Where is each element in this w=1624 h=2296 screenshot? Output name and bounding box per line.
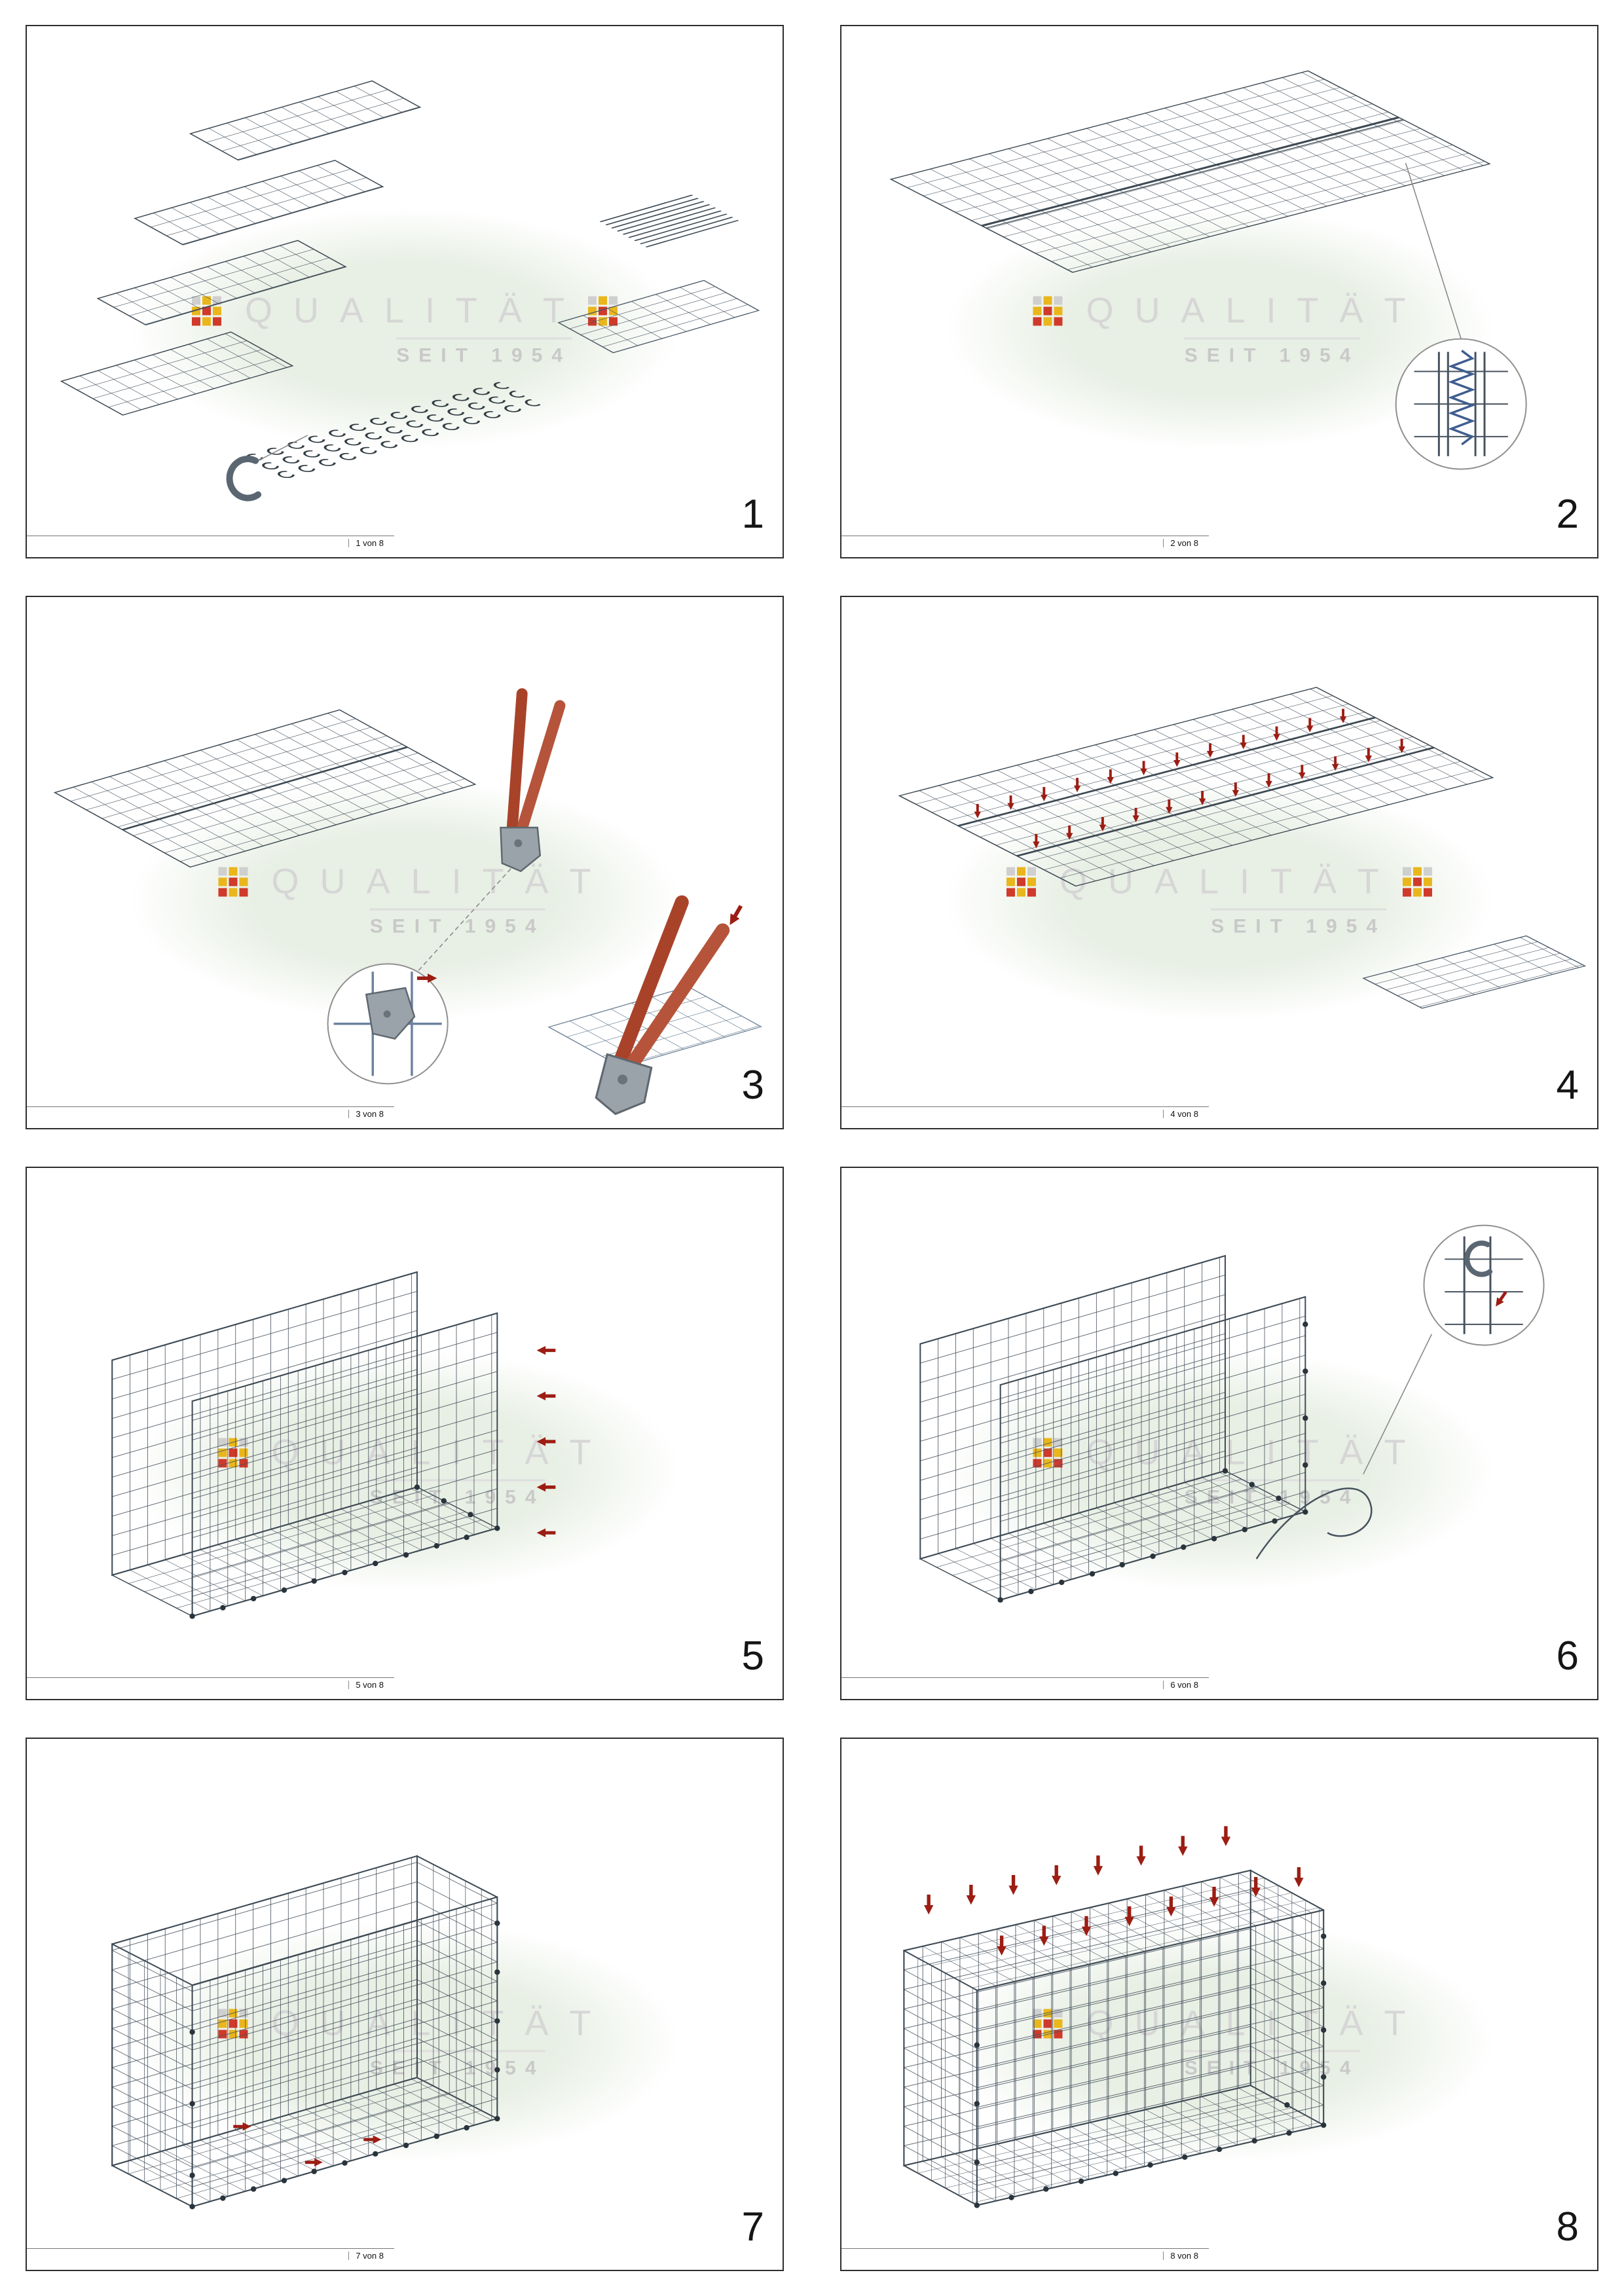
sheet-counter-label: 7 von 8 <box>356 2251 384 2261</box>
red-arrow-icon <box>1094 1855 1103 1875</box>
red-arrow-icon <box>924 1895 933 1914</box>
sheet-counter-label: 8 von 8 <box>1170 2251 1198 2261</box>
footer-divider <box>1163 1681 1164 1689</box>
watermark-subtitle: SEIT 1954 <box>396 337 572 367</box>
sheet-counter: 4 von 8 <box>841 1106 1209 1119</box>
brand-pixel-logo <box>1033 296 1063 326</box>
mesh-panel <box>96 240 347 326</box>
mesh-panel <box>60 331 294 416</box>
step-panel-8: QUALITÄT SEIT 1954 <box>840 1738 1598 2271</box>
step-number: 3 <box>741 1063 764 1108</box>
watermark-title: QUALITÄT <box>271 862 612 902</box>
step-1-illustration <box>60 80 760 557</box>
sheet-counter: 1 von 8 <box>27 536 394 548</box>
leader-line <box>408 862 517 982</box>
red-arrow-icon <box>537 1483 556 1492</box>
pliers-icon <box>595 895 730 1116</box>
step-panel-3: QUALITÄT SEIT 1954 <box>26 596 784 1129</box>
mesh-panel <box>189 80 422 161</box>
step-number: 5 <box>741 1633 764 1679</box>
sheet-counter-label: 5 von 8 <box>356 1680 384 1690</box>
red-arrow-icon <box>726 903 746 928</box>
spiral-icon <box>1448 350 1476 446</box>
leader-line <box>1405 162 1462 339</box>
red-arrow-icon <box>967 1885 976 1904</box>
sheet-counter-label: 4 von 8 <box>1170 1109 1198 1119</box>
step-4-illustration <box>898 687 1587 1009</box>
step-panel-7: QUALITÄT SEIT 1954 <box>26 1738 784 2271</box>
spiral-detail-callout <box>1395 338 1527 470</box>
sheet-counter: 2 von 8 <box>841 536 1209 548</box>
red-arrows-column <box>537 1346 556 1537</box>
sheet-counter: 8 von 8 <box>841 2248 1209 2261</box>
step-6-illustration <box>919 1224 1545 1603</box>
footer-divider <box>348 539 350 547</box>
clip-detail-callout <box>1423 1224 1545 1346</box>
sheet-counter-label: 2 von 8 <box>1170 538 1198 548</box>
brand-pixel-logo <box>1403 867 1433 897</box>
step-number: 2 <box>1556 492 1579 537</box>
red-arrow-icon <box>537 1437 556 1446</box>
sheet-counter: 7 von 8 <box>27 2248 394 2261</box>
step-panel-5: QUALITÄT SEIT 1954 <box>26 1167 784 1700</box>
red-arrow-icon <box>1008 1875 1018 1895</box>
watermark-subtitle: SEIT 1954 <box>1184 337 1360 367</box>
step-panel-4: QUALITÄT SEIT 1954 <box>840 596 1598 1129</box>
lacing-wire <box>1255 1487 1373 1559</box>
footer-divider <box>1163 539 1164 547</box>
pliers-icon <box>500 688 566 873</box>
step-panel-1: QUALITÄT SEIT 1954 1 1 von <box>26 25 784 558</box>
footer-divider <box>348 1681 350 1689</box>
watermark-title: QUALITÄT <box>1086 291 1427 331</box>
step-number: 8 <box>1556 2204 1579 2250</box>
footer-divider <box>348 2251 350 2260</box>
red-arrow-icon <box>1136 1846 1145 1865</box>
step-number: 7 <box>741 2204 764 2250</box>
red-arrow-icon <box>1221 1826 1230 1846</box>
step-2-illustration <box>889 70 1527 470</box>
footer-divider <box>348 1110 350 1118</box>
c-clip-rows <box>236 380 542 481</box>
sheet-counter: 6 von 8 <box>841 1677 1209 1690</box>
sheet-counter-label: 1 von 8 <box>356 538 384 548</box>
brand-pixel-logo <box>1006 867 1036 897</box>
leader-line <box>256 435 308 462</box>
step-7-illustration <box>111 1855 500 2210</box>
red-arrow-icon <box>1052 1865 1061 1885</box>
step-number: 4 <box>1556 1063 1579 1108</box>
mesh-panel-small <box>1362 935 1587 1009</box>
leader-line <box>1363 1334 1433 1475</box>
mesh-panel-small <box>557 280 760 354</box>
footer-divider <box>1163 1110 1164 1118</box>
watermark-subtitle: SEIT 1954 <box>369 908 545 938</box>
watermark-title: QUALITÄT <box>244 291 586 331</box>
step-number: 1 <box>741 492 764 537</box>
red-arrow-icon <box>1294 1867 1303 1887</box>
watermark-subtitle: SEIT 1954 <box>1211 908 1387 938</box>
sheet-counter: 5 von 8 <box>27 1677 394 1690</box>
step-5-illustration <box>111 1271 783 1619</box>
mesh-panel <box>889 70 1491 273</box>
cutting-detail-callout <box>327 963 449 1085</box>
mesh-panel <box>134 160 384 246</box>
step-panel-6: QUALITÄT SEIT 1954 <box>840 1167 1598 1700</box>
step-number: 6 <box>1556 1633 1579 1679</box>
sheet-counter-label: 6 von 8 <box>1170 1680 1198 1690</box>
red-arrow-icon <box>537 1528 556 1537</box>
mesh-panel <box>898 687 1494 887</box>
red-arrow-icon <box>537 1392 556 1401</box>
brand-pixel-logo <box>218 867 248 897</box>
sheet-counter-label: 3 von 8 <box>356 1109 384 1119</box>
footer-divider <box>1163 2251 1164 2260</box>
red-arrow-icon <box>1178 1836 1187 1855</box>
sheet-counter: 3 von 8 <box>27 1106 394 1119</box>
step-8-illustration <box>902 1739 1327 2208</box>
step-panel-2: QUALITÄT SEIT 1954 <box>840 25 1598 558</box>
mesh-panel <box>53 709 477 868</box>
step-3-illustration <box>53 688 762 1116</box>
wire-rods <box>599 194 739 247</box>
red-arrow-icon <box>537 1346 556 1355</box>
